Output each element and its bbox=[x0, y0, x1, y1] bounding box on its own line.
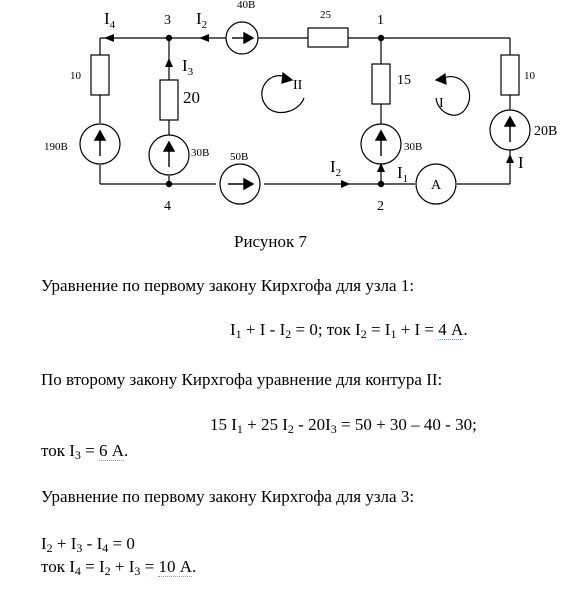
label-I3: I3 bbox=[182, 56, 194, 78]
result-I4: 10 А bbox=[158, 557, 193, 577]
resistor-right-outer bbox=[500, 54, 520, 96]
value-e-mid: 30В bbox=[191, 147, 209, 159]
value-r-left: 10 bbox=[70, 70, 82, 82]
equation-node-1: I1 + I - I2 = 0; ток I2 = I1 + I = 4 А. bbox=[230, 320, 468, 341]
result-I3-line: ток I3 = 6 А. bbox=[41, 441, 129, 462]
value-e-bottom: 50В bbox=[230, 151, 248, 163]
ammeter bbox=[415, 163, 457, 205]
value-r-right-inner: 15 bbox=[397, 73, 411, 88]
resistor-mid bbox=[159, 79, 179, 121]
label-I: I bbox=[518, 153, 524, 172]
loop-label-I: I bbox=[439, 96, 444, 111]
statement-node-1: Уравнение по первому закону Кирхгофа для… bbox=[41, 276, 415, 295]
figure-caption: Рисунок 7 bbox=[234, 232, 307, 251]
wires bbox=[99, 37, 511, 185]
equation-loop-2: 15 I1 + 25 I2 - 20I3 = 50 + 30 – 40 - 30… bbox=[210, 415, 477, 436]
value-r-mid: 20 bbox=[183, 88, 200, 107]
label-I1: I1 bbox=[397, 163, 408, 185]
label-I2-bottom: I2 bbox=[330, 157, 341, 179]
current-arrows bbox=[104, 34, 514, 188]
resistor-left bbox=[90, 54, 110, 96]
resistor-right-inner bbox=[371, 63, 391, 105]
resistor-top bbox=[307, 27, 349, 48]
value-r-right-outer: 10 bbox=[524, 70, 536, 82]
label-I2-top: I2 bbox=[196, 9, 207, 31]
value-e-right-inner: 30В bbox=[404, 141, 422, 153]
value-e-right-outer: 20В bbox=[534, 124, 557, 139]
value-e-top: 40В bbox=[237, 0, 255, 11]
node-label-3: 3 bbox=[164, 13, 171, 28]
statement-loop-2: По второму закону Кирхгофа уравнение для… bbox=[41, 370, 443, 389]
statement-node-3: Уравнение по первому закону Кирхгофа для… bbox=[41, 487, 415, 506]
value-e-left: 190В bbox=[44, 141, 68, 153]
node-label-4: 4 bbox=[164, 199, 171, 214]
circuit-diagram: I4 I2 I3 I2 I1 I 3 1 4 2 10 20 25 15 10 … bbox=[44, 0, 557, 214]
result-I2: 4 А bbox=[438, 320, 464, 340]
node-dots bbox=[165, 34, 385, 188]
result-I4-line: ток I4 = I2 + I3 = 10 А. bbox=[41, 557, 197, 578]
ammeter-label: A bbox=[431, 178, 442, 193]
label-I4: I4 bbox=[104, 9, 116, 31]
loop-label-II: II bbox=[293, 78, 303, 93]
result-I3: 6 А bbox=[98, 441, 125, 461]
source-arrows bbox=[93, 31, 517, 191]
equation-node-3: I2 + I3 - I4 = 0 bbox=[41, 534, 135, 555]
node-label-2: 2 bbox=[377, 199, 384, 214]
loop-arrows bbox=[261, 71, 471, 116]
node-label-1: 1 bbox=[377, 13, 384, 28]
value-r-top: 25 bbox=[320, 9, 332, 21]
